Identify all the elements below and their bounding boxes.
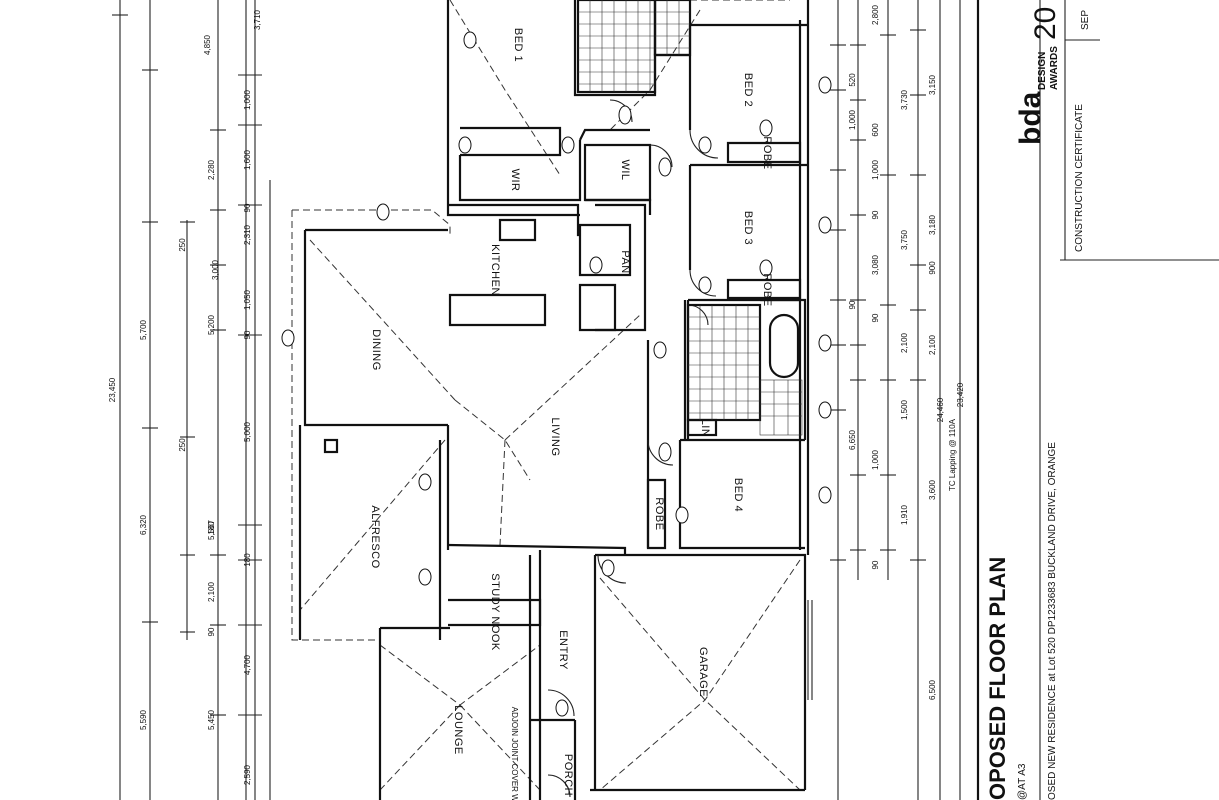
dim-right-small-4: 90 [848,300,857,309]
dim-left-inner-3: 5,000 [243,421,252,442]
room-lounge: LOUNGE [452,705,464,754]
dim-left-small-5: 90 [243,330,252,339]
dim-left-outer-4: 5,700 [139,319,148,340]
dim-left-inner-5: 2,590 [243,764,252,785]
left-dimension-text: 23,450 3,710 4,850 2,280 5,700 6,320 5,5… [108,9,262,785]
dim-overall-left: 23,450 [108,377,117,402]
dim-left-small-4: 180 [243,553,252,567]
room-pan: PAN [619,250,631,273]
dim-right-outer-1: 2,800 [871,4,880,25]
dim-left-outer-1: 3,710 [253,9,262,30]
dim-left-small-1: 250 [178,238,187,252]
right-dimension-lines [830,0,961,800]
dim-right-inner-6: 1,910 [900,504,909,525]
awards-line-2: AWARDS [1049,46,1060,90]
room-wil: WIL [619,159,631,180]
dim-right-mid-2: 3,750 [900,229,909,250]
dim-right-small-1: 520 [848,73,857,87]
dim-left-small-7: 90 [207,627,216,636]
room-bed2: BED 2 [742,73,754,107]
dim-right-small-5: 90 [871,313,880,322]
dim-left-mid-3: 2,310 [243,224,252,245]
room-lin: LIN [699,419,711,438]
awards-year: 20 [1029,7,1062,40]
room-robe-bed3: ROBE [761,273,773,306]
room-labels: BED 1 BED 2 BED 3 BED 4 WIR WIL ROBE ROB… [369,28,773,800]
dim-left-small-2: 250 [178,438,187,452]
room-garage: GARAGE [697,647,709,697]
plan-title: OPOSED FLOOR PLAN [985,557,1010,800]
dim-right-note: TC Lapping @ 110A [948,418,957,491]
dim-right-inner-3: 3,080 [871,254,880,275]
dim-left-small-6: 90 [243,203,252,212]
room-bed1: BED 1 [512,28,524,62]
tiled-bathroom [686,303,803,436]
room-bed3: BED 3 [742,211,754,245]
left-dimension-lines [112,0,271,800]
dim-right-mid-4: 1,500 [900,399,909,420]
room-robe-bed2: ROBE [761,136,773,169]
dim-right-outer-4: 2,100 [928,334,937,355]
dim-left-small-3: 180 [207,521,216,535]
room-entry: ENTRY [557,630,569,670]
dim-right-mid-1: 3,730 [900,89,909,110]
level-tags [281,31,832,717]
dim-right-small-6: 90 [871,560,880,569]
dim-right-outer-3: 3,180 [928,214,937,235]
dim-right-outer-2: 3,150 [928,74,937,95]
room-dining: DINING [370,329,382,371]
awards-line-1: DESIGN [1037,52,1048,90]
dim-left-inner-2: 1,050 [243,289,252,310]
bda-logo: bda [1014,91,1047,145]
dim-right-inner-2: 1,000 [871,159,880,180]
dim-left-mid-7: 5,450 [207,709,216,730]
room-robe-bed4: ROBE [653,497,665,530]
dim-left-inner-4: 4,700 [243,654,252,675]
sheet-date: SEP [1080,10,1091,30]
roof-lines [291,0,801,791]
room-alfresco: ALFRESCO [369,505,381,568]
plan-address: OSED NEW RESIDENCE at Lot 520 DP1233683 … [1047,442,1058,800]
tiled-ensuite [576,0,692,94]
room-porch: PORCH [562,754,574,796]
dim-left-outer-5: 6,320 [139,514,148,535]
room-study-nook: STUDY NOOK [489,573,501,651]
dim-left-mid-6: 2,100 [207,581,216,602]
dim-overall-right-a: 23,420 [956,382,965,407]
window-note: ADJOIN JOINT COVER WINDOW [510,707,519,800]
plan-scale: @AT A3 [1017,763,1028,800]
title-block: OPOSED FLOOR PLAN @AT A3 OSED NEW RESIDE… [976,0,1219,800]
dim-right-mid-3: 2,100 [900,332,909,353]
dim-overall-right-b: 24,460 [936,397,945,422]
dim-right-inner-5: 6,650 [848,429,857,450]
room-wir: WIR [509,169,521,192]
dim-left-outer-2: 4,850 [203,34,212,55]
room-living: LIVING [549,417,561,456]
dim-right-small-3: 90 [871,210,880,219]
walls [298,0,813,800]
dim-right-inner-4: 1,000 [871,449,880,470]
dim-left-outer-3: 2,280 [207,159,216,180]
dim-left-mid-5: 5,567 [207,519,216,540]
right-dimension-text: 23,420 24,460 2,800 3,150 3,180 2,100 6,… [848,4,965,700]
dim-right-small-7: 900 [928,261,937,275]
dim-left-mid-4: 5,200 [207,314,216,335]
dim-right-mid-5: 3,600 [928,479,937,500]
room-bed4: BED 4 [732,478,744,512]
dim-left-mid-2: 1,600 [243,149,252,170]
dim-left-mid-1: 1,000 [243,89,252,110]
dim-right-inner-1: 1,000 [848,109,857,130]
certificate-label: CONSTRUCTION CERTIFICATE [1074,104,1085,252]
dim-left-outer-6: 5,590 [139,709,148,730]
dim-right-outer-5: 6,500 [928,679,937,700]
room-kitchen: KITCHEN [489,244,501,296]
dim-left-inner-1: 3,000 [211,259,220,280]
dim-right-small-2: 600 [871,123,880,137]
